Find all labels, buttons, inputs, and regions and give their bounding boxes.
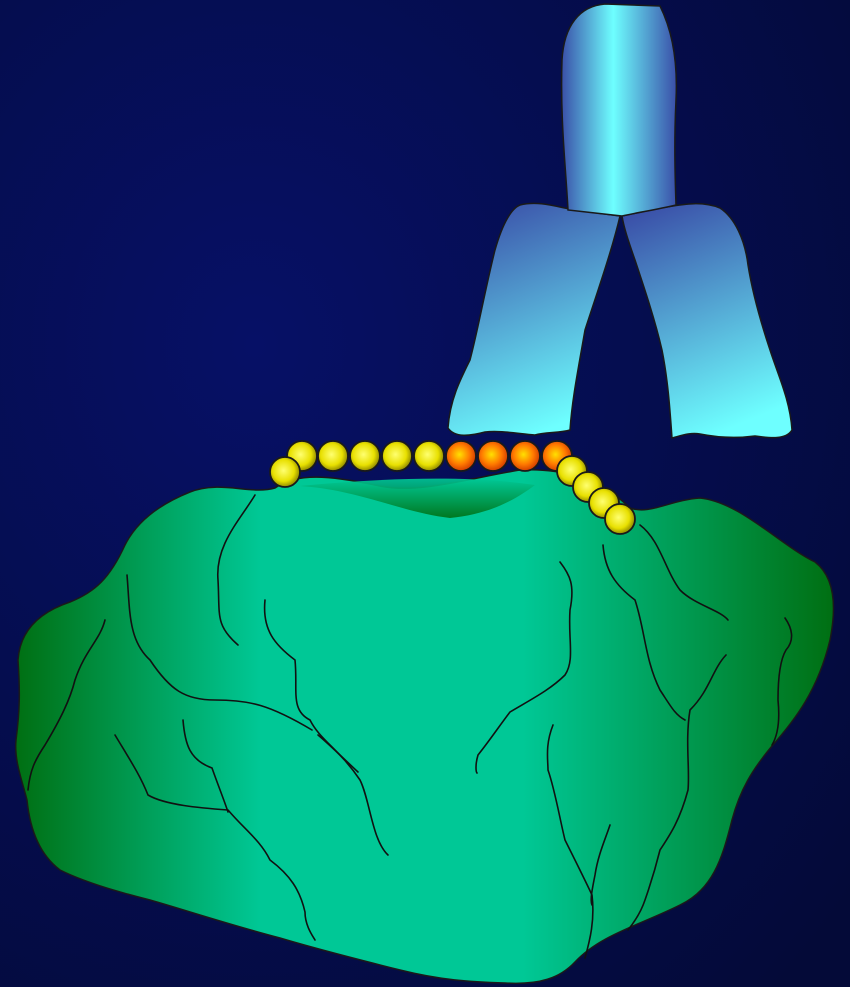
- peptide-bead: [414, 441, 444, 471]
- epitope-bead: [446, 441, 476, 471]
- peptide-bead: [270, 457, 300, 487]
- epitope-bead: [510, 441, 540, 471]
- antibody-stem: [562, 4, 677, 216]
- peptide-bead: [318, 441, 348, 471]
- epitope-bead: [478, 441, 508, 471]
- peptide-bead: [382, 441, 412, 471]
- peptide-bead: [350, 441, 380, 471]
- peptide-bead: [605, 504, 635, 534]
